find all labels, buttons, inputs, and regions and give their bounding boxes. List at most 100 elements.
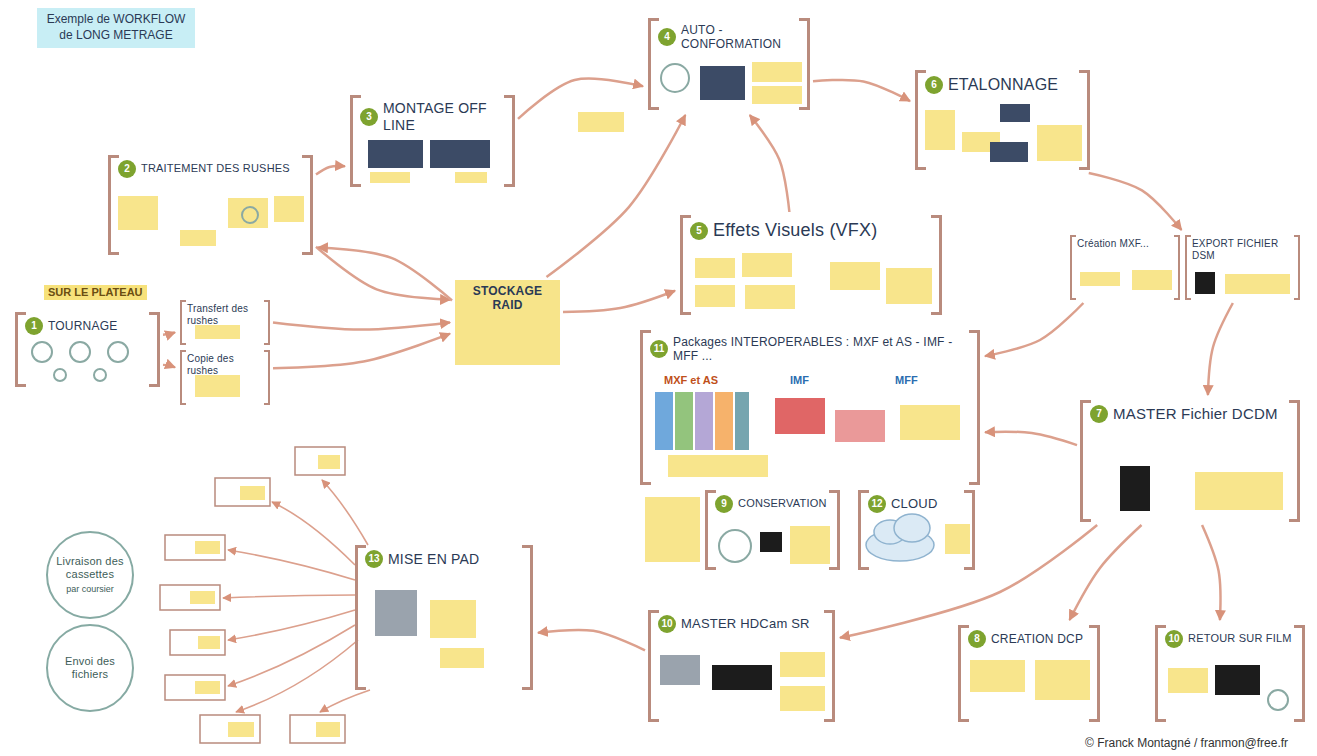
flow-arrow <box>1089 173 1182 230</box>
delivery-arrow <box>272 502 355 565</box>
delivery-note <box>198 636 220 649</box>
sticky-note <box>118 62 1290 711</box>
sticky-note <box>745 285 795 309</box>
sticky-note <box>578 112 624 132</box>
delivery-box <box>165 675 225 700</box>
sticky-note <box>1035 660 1090 700</box>
cloud-icon <box>866 514 934 561</box>
text-group: 11Packages INTEROPERABLES : MXF et AS - … <box>650 335 970 364</box>
text-group: EXPORT FICHIER DSM <box>1192 238 1293 262</box>
format-label: MXF et AS <box>664 374 718 387</box>
screenshot <box>430 140 490 168</box>
step-title: EXPORT FICHIER DSM <box>1192 238 1293 262</box>
sticky-note <box>695 285 735 307</box>
screenshot <box>700 66 745 100</box>
frame-bracket <box>352 97 514 186</box>
icon <box>108 342 128 362</box>
icon <box>242 207 258 223</box>
format-label: MFF <box>895 374 918 387</box>
screenshot <box>712 665 772 690</box>
sticky-note <box>945 524 970 554</box>
package-chart <box>775 398 825 434</box>
delivery-note <box>195 541 220 554</box>
text-group: STOCKAGE RAID <box>460 284 555 313</box>
step-number: 11 <box>650 340 668 358</box>
flow-arrow <box>546 115 685 277</box>
frame-bracket <box>860 492 974 569</box>
screenshot <box>990 142 1028 162</box>
step-title: RETOUR SUR FILM <box>1188 632 1292 645</box>
text-group: 6ETALONNAGE <box>925 75 1080 94</box>
sticky-note <box>925 110 955 150</box>
workflow-step-frame: 3MONTAGE OFF LINE <box>350 95 515 187</box>
screenshot <box>375 590 417 636</box>
flow-arrow <box>163 365 175 367</box>
step-number: 2 <box>118 160 136 178</box>
screenshot <box>660 655 700 685</box>
step-number: 9 <box>715 495 733 513</box>
delivery-box <box>200 715 260 743</box>
screenshot <box>1120 466 1150 511</box>
sticky-note <box>752 62 802 82</box>
workflow-step-frame: 7 MASTER Fichier DCDM <box>1080 400 1300 522</box>
text-group: 10 RETOUR SUR FILM <box>1165 630 1295 648</box>
workflow-step-frame: 5Effets Visuels (VFX) <box>680 215 942 315</box>
frame-bracket <box>1186 236 1299 299</box>
frame-bracket <box>181 301 269 344</box>
sticky-note <box>228 198 268 228</box>
text-group: 10MASTER HDCam SR <box>658 615 825 633</box>
icon <box>70 342 90 362</box>
flow-arrow <box>518 79 643 119</box>
text-group: 1TOURNAGE <box>25 317 150 335</box>
icon <box>719 530 751 562</box>
step-number: 7 <box>1090 405 1108 423</box>
flow-arrow <box>316 166 345 175</box>
step-number: 4 <box>658 28 676 46</box>
package-chart <box>655 392 885 450</box>
workflow-step-frame: 11Packages INTEROPERABLES : MXF et AS - … <box>640 330 980 485</box>
text-group: 12CLOUD <box>868 495 965 513</box>
step-number: 10 <box>1165 630 1183 648</box>
sticky-note <box>195 375 240 397</box>
package-chart <box>715 392 733 450</box>
sticky-note <box>440 648 484 668</box>
delivery-note <box>195 681 220 694</box>
sticky-note <box>430 600 476 638</box>
delivery-box <box>170 630 225 655</box>
sub-step-frame: Création MXF... <box>1070 235 1180 300</box>
sticky-note <box>455 172 487 183</box>
step-title: STOCKAGE RAID <box>460 284 555 313</box>
flow-arrow <box>813 80 910 101</box>
text-group: 3MONTAGE OFF LINE <box>360 100 505 134</box>
frame-bracket <box>181 351 269 404</box>
frame-bracket <box>1157 627 1304 721</box>
sticky-note <box>1080 272 1120 286</box>
flow-arrow <box>840 525 1097 638</box>
step-title: MASTER Fichier DCDM <box>1113 405 1278 423</box>
sticky-note <box>1168 668 1208 693</box>
package-chart <box>695 392 713 450</box>
connector-group <box>163 79 1233 651</box>
flow-arrow <box>1202 525 1220 620</box>
delivery-box <box>215 478 270 506</box>
step-number: 8 <box>968 630 986 648</box>
sticky-note <box>274 196 304 222</box>
text-group: 4AUTO - CONFORMATION <box>658 23 800 52</box>
flow-arrow <box>538 630 645 650</box>
workflow-step-frame: 8CREATION DCP <box>958 625 1100 722</box>
text-group: Transfert des rushes <box>187 303 263 327</box>
step-title: Envoi des fichiers <box>54 655 126 681</box>
step-title: MONTAGE OFF LINE <box>383 100 505 134</box>
delivery-box <box>160 585 220 610</box>
frame-bracket <box>357 547 532 689</box>
sticky-note <box>195 325 240 339</box>
copyright-caption: © Franck Montagné / franmon@free.fr <box>1085 736 1288 750</box>
step-title: Livraison des cassettes <box>54 555 126 581</box>
delivery-arrow <box>320 690 370 712</box>
package-chart <box>735 392 749 450</box>
delivery-note <box>316 722 340 737</box>
text-group: Livraison des cassettespar coursier <box>54 555 126 595</box>
step-title: Copie des rushes <box>187 353 263 377</box>
text-group: 7 MASTER Fichier DCDM <box>1090 405 1290 423</box>
